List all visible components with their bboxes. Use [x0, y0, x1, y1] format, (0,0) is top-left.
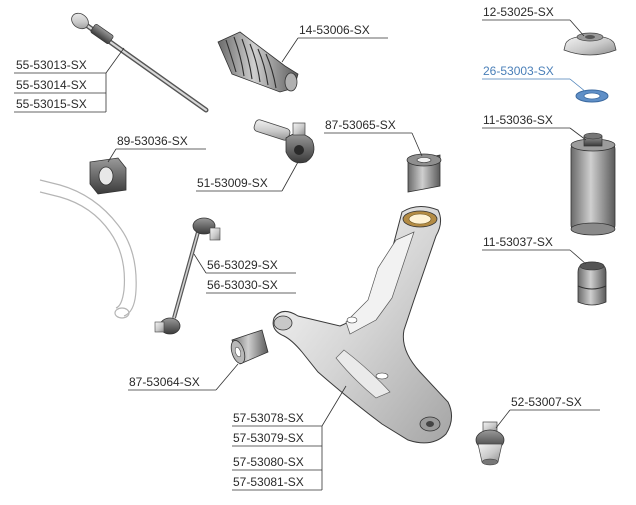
tie-rod-end-icon — [253, 119, 315, 164]
part-label-87-53065[interactable]: 87-53065-SX — [325, 118, 396, 132]
strut-mount-icon — [563, 32, 617, 56]
part-label-12-53025[interactable]: 12-53025-SX — [483, 5, 554, 19]
leader-26 — [569, 78, 587, 93]
leader-12 — [569, 19, 585, 37]
leader-87-65 — [411, 132, 423, 157]
strut-bearing-icon — [575, 89, 609, 103]
part-label-57-53081[interactable]: 57-53081-SX — [233, 475, 304, 489]
part-label-56-53029[interactable]: 56-53029-SX — [207, 258, 278, 272]
ball-joint-icon — [475, 421, 505, 466]
part-label-57-53080[interactable]: 57-53080-SX — [233, 455, 304, 469]
stabilizer-bushing-icon — [89, 157, 127, 195]
part-label-26-53003[interactable]: 26-53003-SX — [483, 64, 554, 78]
leader-55 — [105, 47, 125, 74]
part-label-55-53015[interactable]: 55-53015-SX — [16, 97, 87, 111]
stabilizer-bar-icon — [39, 179, 137, 319]
part-label-52-53007[interactable]: 52-53007-SX — [511, 395, 582, 409]
part-label-57-53078[interactable]: 57-53078-SX — [233, 411, 304, 425]
tie-rod-icon — [71, 12, 209, 113]
control-arm-bushing-icon — [406, 153, 442, 193]
part-label-11-53036[interactable]: 11-53036-SX — [483, 113, 553, 127]
steering-boot-icon — [217, 31, 299, 93]
part-label-87-53064[interactable]: 87-53064-SX — [129, 375, 200, 389]
leader-11-37 — [569, 249, 587, 265]
control-arm-icon — [272, 206, 452, 444]
part-label-51-53009[interactable]: 51-53009-SX — [197, 176, 268, 190]
leader-52 — [495, 409, 511, 429]
part-label-55-53013[interactable]: 55-53013-SX — [16, 58, 87, 72]
part-label-55-53014[interactable]: 55-53014-SX — [16, 78, 87, 92]
leader-87-64 — [215, 363, 239, 391]
stabilizer-link-icon — [154, 217, 221, 335]
leader-56 — [193, 253, 207, 274]
bump-stop-icon — [577, 261, 607, 306]
part-label-57-53079[interactable]: 57-53079-SX — [233, 431, 304, 445]
part-label-11-53037[interactable]: 11-53037-SX — [483, 235, 553, 249]
leader-89 — [107, 148, 117, 163]
part-label-14-53006[interactable]: 14-53006-SX — [299, 23, 370, 37]
leader-lines — [14, 19, 600, 491]
control-arm-bushing-icon — [230, 329, 269, 365]
part-label-56-53030[interactable]: 56-53030-SX — [207, 278, 278, 292]
dust-boot-icon — [570, 132, 616, 236]
leader-51 — [281, 161, 299, 192]
leader-14 — [281, 37, 299, 63]
leader-11-36 — [569, 127, 587, 141]
leader-57 — [321, 385, 347, 427]
part-label-89-53036[interactable]: 89-53036-SX — [117, 134, 188, 148]
